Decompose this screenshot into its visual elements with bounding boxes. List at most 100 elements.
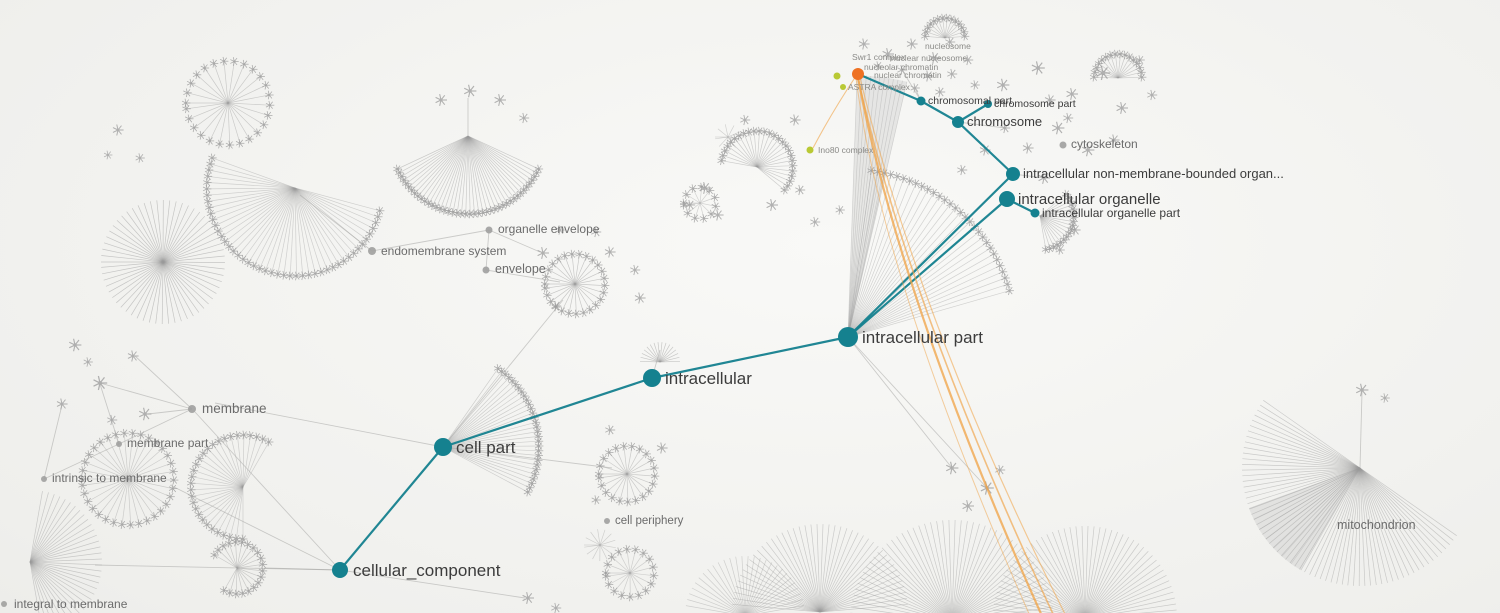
chromatin-node[interactable] — [852, 68, 864, 80]
star-burst — [809, 216, 821, 228]
gray-node[interactable] — [368, 247, 376, 255]
star-burst — [906, 38, 919, 50]
gray-node[interactable] — [482, 266, 490, 274]
star-burst — [537, 246, 550, 260]
label-endomembrane-system[interactable]: endomembrane system — [381, 244, 506, 258]
label-cell-part[interactable]: cell part — [456, 438, 516, 457]
label-cell-periphery[interactable]: cell periphery — [615, 515, 684, 527]
star-burst — [962, 499, 975, 513]
label-organelle-envelope[interactable]: organelle envelope — [498, 222, 600, 236]
fan-cluster — [717, 126, 798, 195]
gray-node[interactable] — [485, 226, 493, 234]
node-intracellular-non-membrane-bounded-organelle[interactable] — [1006, 167, 1020, 181]
label-intracellular[interactable]: intracellular — [665, 369, 752, 388]
star-burst — [127, 350, 140, 362]
orange-strand — [859, 77, 1066, 613]
label-intracellular-non-membrane-bounded-organelle[interactable]: intracellular non-membrane-bounded organ… — [1023, 166, 1284, 181]
label-chromosomal-part[interactable]: chromosomal part — [928, 95, 1012, 107]
star-burst — [518, 112, 530, 124]
star-burst — [656, 442, 669, 454]
star-burst — [946, 68, 958, 80]
star-burst — [858, 38, 871, 50]
gray-edges-layer — [1, 69, 1363, 607]
label-cellular-component[interactable]: cellular_component — [353, 561, 501, 580]
label-integral-to-membrane[interactable]: integral to membrane — [14, 597, 128, 611]
star-burst — [494, 93, 507, 107]
node-cellular-component[interactable] — [332, 562, 348, 578]
star-burst — [835, 204, 846, 216]
label-nucleolar-chromatin[interactable]: nucleolar chromatin — [864, 62, 938, 72]
label-swr1-complex[interactable]: Swr1 complex — [852, 52, 906, 62]
label-nucleosome[interactable]: nucleosome — [925, 41, 971, 51]
bursts-layer — [56, 36, 1391, 613]
node-intracellular-part[interactable] — [838, 327, 858, 347]
star-burst — [956, 164, 968, 176]
fan-cluster — [1241, 400, 1457, 587]
label-intrinsic-to-membrane[interactable]: intrinsic to membrane — [52, 471, 167, 485]
node-intracellular[interactable] — [643, 369, 661, 387]
fan-cluster — [639, 342, 681, 363]
node-chromosome[interactable] — [952, 116, 964, 128]
label-mitochondrion[interactable]: mitochondrion — [1337, 518, 1416, 532]
star-burst — [1146, 89, 1158, 101]
label-intracellular-organelle-part[interactable]: intracellular organelle part — [1042, 206, 1181, 220]
node-cell-part[interactable] — [434, 438, 452, 456]
complex-node-3[interactable] — [840, 84, 846, 90]
complex-node-2[interactable] — [806, 146, 814, 154]
label-nuclear-nucleosome[interactable]: nuclear nucleosome — [891, 53, 967, 63]
gray-node[interactable] — [188, 405, 196, 413]
fan-cluster — [601, 544, 659, 602]
gray-node[interactable] — [604, 518, 610, 524]
fan-cluster — [186, 430, 274, 544]
fan-cluster — [732, 524, 908, 613]
orange-strand — [857, 77, 1054, 613]
node-chromosome-part[interactable] — [984, 100, 992, 108]
fan-cluster — [850, 519, 1054, 613]
star-burst — [766, 198, 779, 212]
label-membrane[interactable]: membrane — [202, 401, 267, 416]
star-burst — [1031, 60, 1046, 76]
star-burst — [83, 356, 94, 368]
star-burst — [103, 150, 113, 160]
gray-node[interactable] — [116, 441, 122, 447]
label-ino80-complex[interactable]: Ino80 complex — [818, 145, 874, 155]
gray-node[interactable] — [1059, 141, 1067, 149]
highlight-path-layer — [339, 72, 1036, 571]
complex-node-1[interactable] — [833, 72, 841, 80]
node-intracellular-organelle-part[interactable] — [1030, 208, 1040, 218]
fan-cluster — [29, 491, 102, 613]
label-cytoskeleton[interactable]: cytoskeleton — [1071, 137, 1138, 151]
star-burst — [463, 84, 477, 98]
label-chromosome-part[interactable]: chromosome part — [994, 98, 1076, 110]
gray-node[interactable] — [1, 601, 7, 607]
star-burst — [604, 424, 616, 436]
gray-node[interactable] — [41, 476, 47, 482]
fan-cluster — [392, 135, 544, 219]
label-membrane-part[interactable]: membrane part — [127, 436, 209, 450]
label-chromosome[interactable]: chromosome — [967, 114, 1042, 129]
fan-cluster — [920, 13, 970, 41]
star-burst — [135, 152, 146, 164]
star-burst — [1051, 121, 1065, 135]
labels-layer: cellular_component cell part intracellular… — [14, 41, 1416, 611]
star-burst — [1380, 392, 1391, 404]
star-burst — [794, 184, 806, 196]
node-chromosomal-part[interactable] — [916, 96, 926, 106]
fan-cluster — [540, 249, 610, 319]
star-burst — [789, 114, 802, 126]
node-intracellular-organelle[interactable] — [999, 191, 1015, 207]
label-intracellular-organelle[interactable]: intracellular organelle — [1018, 191, 1161, 208]
fan-cluster — [847, 165, 1015, 338]
label-envelope[interactable]: envelope — [495, 262, 546, 276]
star-burst — [1116, 101, 1129, 115]
fans-layer — [29, 13, 1457, 613]
label-nuclear-chromatin[interactable]: nuclear chromatin — [874, 70, 942, 80]
fan-cluster — [210, 537, 268, 599]
label-astra-complex[interactable]: ASTRA complex — [848, 82, 911, 92]
label-intracellular-part[interactable]: intracellular part — [862, 328, 983, 347]
fan-cluster — [993, 525, 1177, 613]
star-burst — [1062, 112, 1074, 124]
fan-cluster — [715, 124, 741, 151]
star-burst — [56, 398, 69, 410]
